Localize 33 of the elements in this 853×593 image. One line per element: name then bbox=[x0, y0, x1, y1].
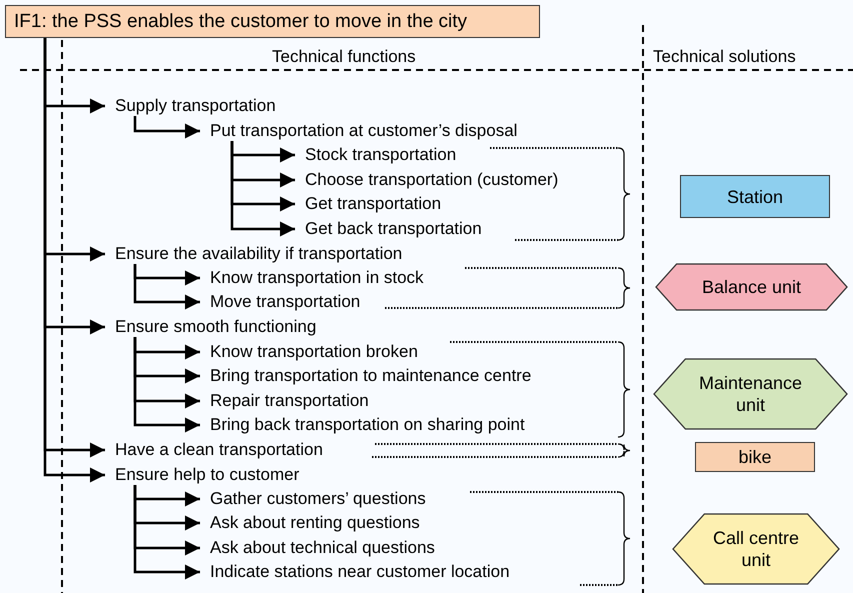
function-text: Indicate stations near customer location bbox=[210, 562, 510, 582]
solution-box: bike bbox=[695, 442, 815, 472]
function-text: Move transportation bbox=[210, 292, 360, 312]
column-heading: Technical functions bbox=[272, 47, 416, 67]
function-text: Ask about renting questions bbox=[210, 513, 420, 533]
function-text: Know transportation in stock bbox=[210, 268, 424, 288]
function-text: Bring transportation to maintenance centre bbox=[210, 366, 532, 386]
function-text: Get transportation bbox=[305, 194, 442, 214]
function-text: Gather customers’ questions bbox=[210, 489, 426, 509]
column-heading: Technical solutions bbox=[653, 47, 796, 67]
solution-box: Station bbox=[680, 175, 830, 218]
function-text: Bring back transportation on sharing point bbox=[210, 415, 525, 435]
function-text: Stock transportation bbox=[305, 145, 456, 165]
function-text: Ensure the availability if transportation bbox=[115, 244, 402, 264]
function-text: Have a clean transportation bbox=[115, 440, 323, 460]
function-text: Repair transportation bbox=[210, 391, 369, 411]
arrow bbox=[134, 116, 200, 138]
function-text: Ask about technical questions bbox=[210, 538, 435, 558]
solution-hexagon: Balance unit bbox=[655, 263, 848, 311]
arrow bbox=[134, 337, 200, 432]
solution-hexagon: Call centre unit bbox=[672, 513, 840, 585]
arrow bbox=[134, 485, 200, 580]
function-text: Know transportation broken bbox=[210, 342, 418, 362]
function-text: Put transportation at customer’s disposal bbox=[210, 121, 518, 141]
function-heading-box: IF1: the PSS enables the customer to move in the city bbox=[5, 5, 540, 38]
function-text: Ensure help to customer bbox=[115, 465, 300, 485]
function-text: Choose transportation (customer) bbox=[305, 170, 558, 190]
solution-hexagon: Maintenance unit bbox=[653, 358, 848, 430]
arrow bbox=[134, 264, 200, 310]
function-text: Get back transportation bbox=[305, 219, 482, 239]
arrow bbox=[230, 141, 295, 236]
function-text: Ensure smooth functioning bbox=[115, 317, 316, 337]
function-text: Supply transportation bbox=[115, 96, 276, 116]
